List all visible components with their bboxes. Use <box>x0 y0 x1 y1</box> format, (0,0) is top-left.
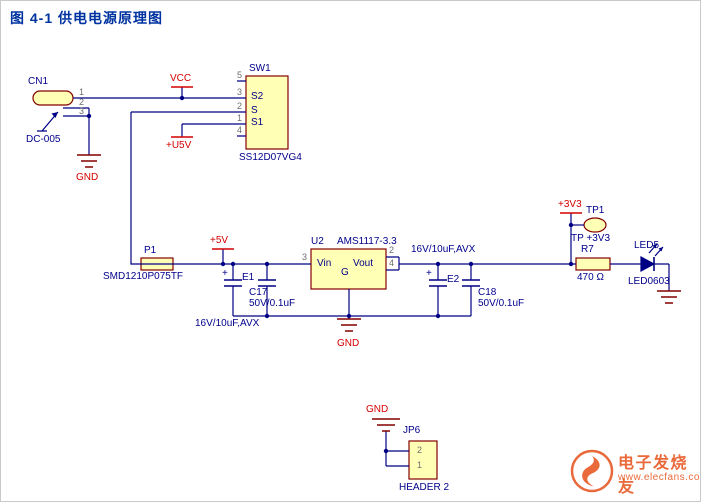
header-body-jp6 <box>408 440 438 480</box>
switch-body-sw1 <box>245 75 289 150</box>
capacitor-plates <box>224 279 480 287</box>
r7-designator: R7 <box>581 244 594 255</box>
c17-designator: C17 <box>249 287 268 298</box>
wire-jp6-gnd <box>385 431 409 467</box>
sw1-contact-s1: S1 <box>251 117 264 128</box>
gnd-symbol-u2 <box>337 318 361 332</box>
dc-jack-contact-arrow <box>37 111 59 132</box>
gnd-label-u2: GND <box>337 338 360 349</box>
cn1-pin-3: 3 <box>79 106 85 116</box>
wires <box>63 80 670 467</box>
u2-pin-3: 3 <box>302 252 308 262</box>
wire-switch-common <box>130 111 246 265</box>
led5-designator: LED5 <box>634 240 660 251</box>
e1-value: 16V/10uF,AVX <box>195 318 260 329</box>
gnd-symbol-jp6 <box>372 418 400 432</box>
sw1-pin-1: 1 <box>237 113 243 123</box>
cap-c18-plates <box>462 279 480 287</box>
watermark-url: www.elecfans.com <box>618 472 701 483</box>
sw1-pin-5: 5 <box>237 70 243 80</box>
u2-port-vout: Vout <box>353 258 374 269</box>
gnd-symbols <box>77 154 681 432</box>
c17-value: 50V/0.1uF <box>249 298 296 309</box>
sw1-contact-s: S <box>251 105 258 116</box>
u2-port-vin: Vin <box>317 258 332 269</box>
power-port-bars <box>171 86 582 250</box>
v3v3-net-label: +3V3 <box>558 199 582 210</box>
tp1-value: TP +3V3 <box>571 233 611 244</box>
sw1-designator: SW1 <box>249 63 271 74</box>
sw1-pin-4: 4 <box>237 125 243 135</box>
e2-value: 16V/10uF,AVX <box>411 244 476 255</box>
v5-net-label: +5V <box>210 235 229 246</box>
resistor-body-r7 <box>575 257 611 271</box>
c18-value: 50V/0.1uF <box>478 298 525 309</box>
wire-led-to-gnd <box>654 263 670 291</box>
cap-e1-plates <box>224 279 242 287</box>
p1-designator: P1 <box>144 245 157 256</box>
vcc-net-label: VCC <box>170 73 192 84</box>
led-symbol <box>640 243 664 273</box>
e1-designator: E1 <box>242 272 255 283</box>
jp6-value: HEADER 2 <box>399 482 450 493</box>
wire-jack-gnd <box>63 107 90 155</box>
c18-designator: C18 <box>478 287 497 298</box>
junction-dots <box>86 95 574 454</box>
dc-jack-barrel-symbol <box>32 90 74 106</box>
cap-c17-plates <box>258 279 276 287</box>
e2-designator: E2 <box>447 274 460 285</box>
gnd-symbol-cn1 <box>77 154 101 168</box>
u2-value: AMS1117-3.3 <box>337 236 397 247</box>
cap-e2-plates <box>429 279 447 287</box>
u2-port-g: G <box>341 267 349 278</box>
wire-sw1-stubs <box>237 80 246 137</box>
u2-pin-2: 2 <box>389 245 395 255</box>
watermark-brand: 电子发烧友 <box>618 455 689 496</box>
wire-switch-u5v <box>181 123 246 137</box>
regulator-body-u2 <box>310 248 387 290</box>
u2-pin-4: 4 <box>389 258 395 268</box>
p1-value: SMD1210P075TF <box>103 271 184 282</box>
diode-triangle <box>640 255 656 273</box>
tp1-designator: TP1 <box>586 205 605 216</box>
jp6-pin-2: 2 <box>417 445 423 455</box>
jp6-pin-1: 1 <box>417 460 423 470</box>
cn1-pin-2: 2 <box>79 97 85 107</box>
gnd-label-cn1: GND <box>76 172 99 183</box>
gnd-symbol-led <box>657 290 681 304</box>
sw1-pin-3: 3 <box>237 87 243 97</box>
u2-designator: U2 <box>311 236 324 247</box>
e2-polarity: + <box>426 268 432 279</box>
jp6-designator: JP6 <box>403 425 421 436</box>
component-bodies <box>32 75 611 480</box>
testpoint-body-tp1 <box>583 217 607 233</box>
led5-value: LED0603 <box>628 276 670 287</box>
cn1-designator: CN1 <box>28 76 49 87</box>
sw1-pin-2: 2 <box>237 101 243 111</box>
watermark-logo-icon <box>570 449 614 493</box>
sw1-value: SS12D07VG4 <box>239 152 302 163</box>
gnd-label-jp6: GND <box>366 404 389 415</box>
u5v-net-label: +U5V <box>166 140 192 151</box>
sw1-contact-s2: S2 <box>251 91 264 102</box>
page-title: 图 4-1 供电电源原理图 <box>10 10 164 26</box>
cn1-value: DC-005 <box>26 134 61 145</box>
r7-value: 470 Ω <box>577 272 604 283</box>
e1-polarity: + <box>222 268 228 279</box>
cn1-pin-1: 1 <box>79 87 85 97</box>
